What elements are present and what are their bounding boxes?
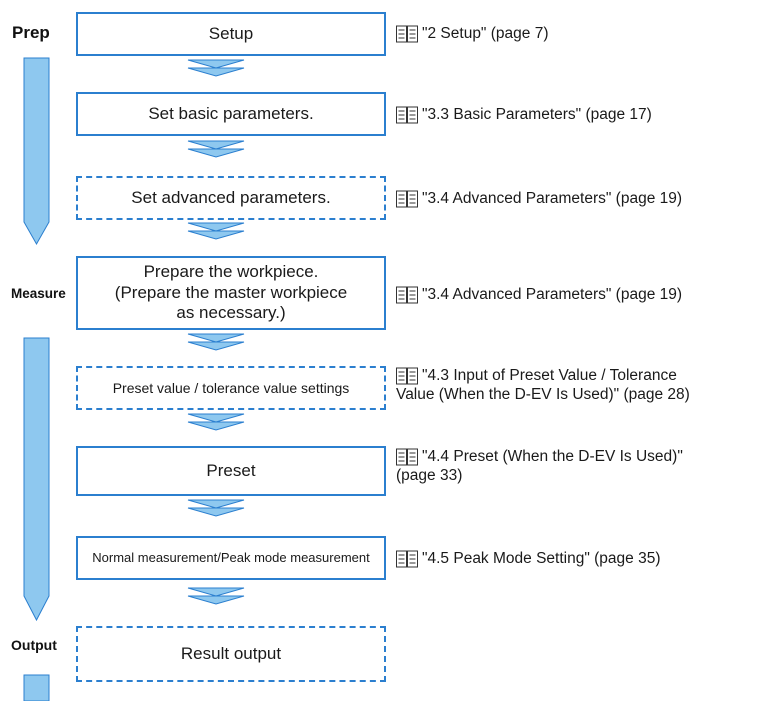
connector-arrow (187, 587, 245, 605)
reference-basic-parameters[interactable]: "3.3 Basic Parameters" (page 17) (396, 105, 652, 124)
step-label: Set basic parameters. (148, 103, 314, 123)
reference-advanced-parameters[interactable]: "3.4 Advanced Parameters" (page 19) (396, 189, 682, 208)
book-icon (396, 550, 418, 568)
reference-preset-tolerance[interactable]: "4.3 Input of Preset Value / Tolerance V… (396, 366, 690, 405)
connector-arrow (187, 333, 245, 351)
phase-label-prep: Prep (12, 23, 50, 42)
reference-text: "3.4 Advanced Parameters" (page 19) (422, 190, 683, 207)
phase-label-measure: Measure (11, 286, 66, 301)
reference-text: "3.4 Advanced Parameters" (page 19) (422, 286, 683, 303)
step-advanced-parameters: Set advanced parameters. (76, 176, 386, 220)
phase-arrow-measure (23, 337, 50, 622)
step-label: Prepare the workpiece. (Prepare the mast… (114, 262, 348, 323)
step-label: Set advanced parameters. (131, 187, 331, 207)
connector-arrow (187, 499, 245, 517)
step-prepare-workpiece: Prepare the workpiece. (Prepare the mast… (76, 256, 386, 330)
book-icon (396, 106, 418, 124)
step-basic-parameters: Set basic parameters. (76, 92, 386, 136)
step-label: Result output (180, 643, 282, 663)
reference-text: "4.3 Input of Preset Value / Tolerance (422, 367, 677, 384)
reference-text: "3.3 Basic Parameters" (page 17) (422, 106, 652, 123)
step-label: Preset value / tolerance value settings (112, 379, 350, 396)
connector-arrow (187, 140, 245, 158)
phase-arrow-prep (23, 57, 50, 246)
reference-text: "2 Setup" (page 7) (422, 25, 549, 42)
step-setup: Setup (76, 12, 386, 56)
phase-label-output: Output (11, 637, 57, 653)
connector-arrow (187, 222, 245, 240)
connector-arrow (187, 59, 245, 77)
reference-text: Value (When the D-EV Is Used)" (page 28) (396, 386, 690, 404)
step-result-output: Result output (76, 626, 386, 682)
reference-setup[interactable]: "2 Setup" (page 7) (396, 24, 548, 43)
reference-advanced-parameters-2[interactable]: "3.4 Advanced Parameters" (page 19) (396, 285, 682, 304)
step-preset: Preset (76, 446, 386, 496)
book-icon (396, 367, 418, 385)
step-measurement: Normal measurement/Peak mode measurement (76, 536, 386, 580)
book-icon (396, 286, 418, 304)
reference-text: "4.4 Preset (When the D-EV Is Used)" (422, 448, 683, 465)
reference-text: (page 33) (396, 467, 463, 485)
connector-arrow (187, 413, 245, 431)
step-label: Setup (208, 23, 254, 43)
step-label: Preset (206, 460, 256, 480)
phase-arrow-output (23, 674, 50, 701)
book-icon (396, 25, 418, 43)
book-icon (396, 448, 418, 466)
book-icon (396, 190, 418, 208)
reference-peak-mode[interactable]: "4.5 Peak Mode Setting" (page 35) (396, 549, 661, 568)
reference-text: "4.5 Peak Mode Setting" (page 35) (422, 550, 661, 567)
reference-preset[interactable]: "4.4 Preset (When the D-EV Is Used)" (pa… (396, 447, 683, 486)
step-label: Normal measurement/Peak mode measurement (92, 550, 370, 566)
step-preset-tolerance-settings: Preset value / tolerance value settings (76, 366, 386, 410)
